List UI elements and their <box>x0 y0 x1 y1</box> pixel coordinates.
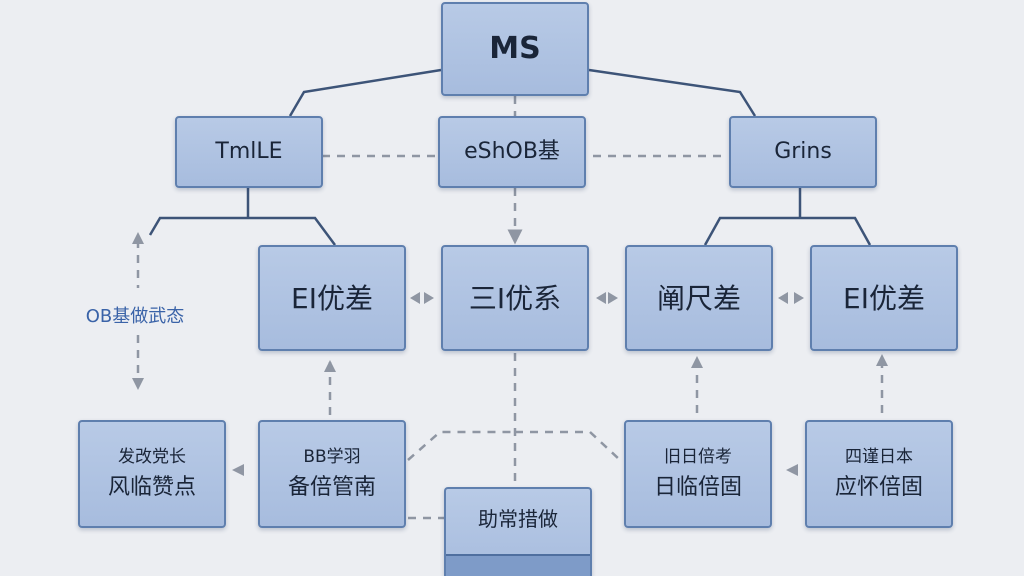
level1-label-center: eShOB基 <box>464 139 560 165</box>
root-node: MS <box>441 2 589 96</box>
dashed-to-bottom-left <box>407 430 515 461</box>
arrow-side-up <box>132 232 144 244</box>
root-label: MS <box>489 31 541 67</box>
level2-label-4: EI优差 <box>843 281 925 315</box>
level3-line1-3: 旧日倍考 <box>664 446 732 467</box>
arrow-l2-6 <box>794 292 804 304</box>
level2-label-3: 阐尺差 <box>656 281 741 315</box>
connector-left-branch <box>148 188 337 246</box>
arrow-up-right2 <box>876 354 888 366</box>
level3-line1-1: 发改党长 <box>118 446 186 467</box>
level3-line2-4: 应怀倍固 <box>834 474 923 500</box>
level3-line1-2: BB学羽 <box>303 446 361 467</box>
level1-node-center: eShOB基 <box>438 116 586 188</box>
level1-node-left: TmlLE <box>175 116 323 188</box>
level1-node-right: Grins <box>729 116 877 188</box>
side-arrows <box>132 232 888 476</box>
connector-root-left <box>288 68 442 117</box>
level2-node-3: 阐尺差 <box>625 245 773 351</box>
connector-right-branch <box>703 188 872 246</box>
level3-line2-2: 备倍管南 <box>287 474 376 500</box>
level1-label-right: Grins <box>774 139 832 165</box>
level3-node-1: 发改党长 风临赞点 <box>78 420 226 528</box>
arrow-l2-5 <box>778 292 788 304</box>
arrow-l2-3 <box>596 292 606 304</box>
level2-node-2: 三I优系 <box>441 245 589 351</box>
bottom-node: 助常措做 <box>444 487 592 576</box>
arrow-l3-1 <box>232 464 244 476</box>
arrow-l2-1 <box>410 292 420 304</box>
level3-line1-4: 四谨日本 <box>845 446 913 467</box>
dashed-connectors <box>136 96 884 520</box>
level2-node-4: EI优差 <box>810 245 958 351</box>
level2-label-1: EI优差 <box>291 281 373 315</box>
side-annotation: OB基做武态 <box>85 306 185 327</box>
bottom-node-band <box>446 554 590 576</box>
arrow-l3-2 <box>786 464 798 476</box>
arrow-l2-4 <box>608 292 618 304</box>
level3-node-2: BB学羽 备倍管南 <box>258 420 406 528</box>
level3-line2-3: 日临倍固 <box>653 474 742 500</box>
level2-label-2: 三I优系 <box>468 281 562 315</box>
arrow-up-right1 <box>691 356 703 368</box>
level3-node-3: 旧日倍考 日临倍固 <box>624 420 772 528</box>
arrow-side-down <box>132 378 144 390</box>
arrow-l2-2 <box>424 292 434 304</box>
connector-root-right <box>588 68 757 117</box>
bottom-label: 助常措做 <box>478 507 558 531</box>
dashed-to-bottom-right <box>515 430 621 461</box>
solid-connectors <box>148 68 872 246</box>
level1-label-left: TmlLE <box>215 139 283 165</box>
level3-node-4: 四谨日本 应怀倍固 <box>805 420 953 528</box>
arrow-up-left <box>324 360 336 372</box>
level3-line2-1: 风临赞点 <box>107 474 196 500</box>
level2-node-1: EI优差 <box>258 245 406 351</box>
